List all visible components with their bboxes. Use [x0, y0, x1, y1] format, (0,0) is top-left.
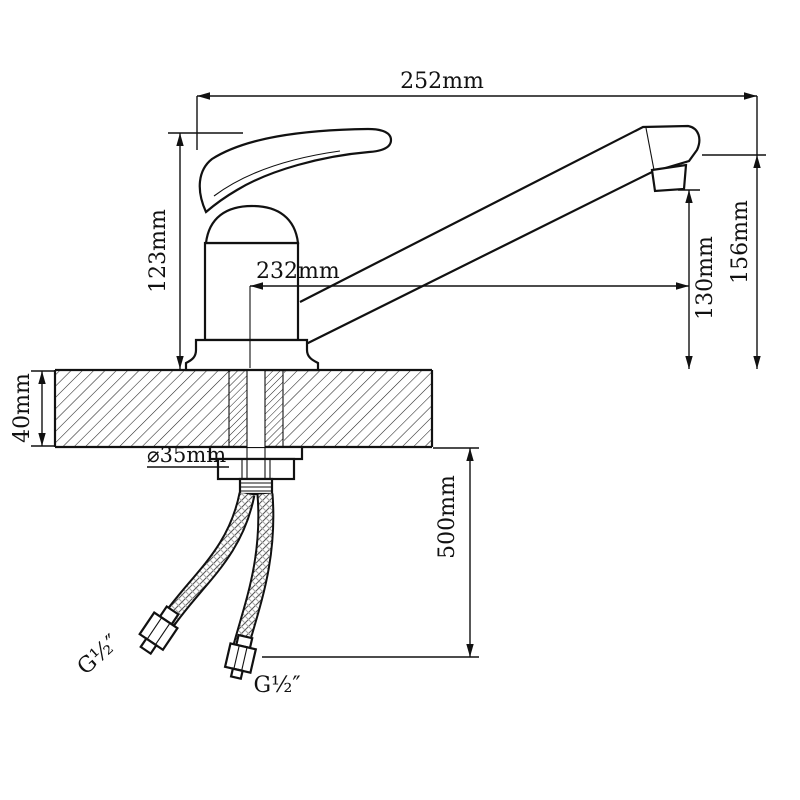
- lever-handle: [198, 127, 393, 214]
- dimension-outlet-height: 130mm: [678, 189, 718, 369]
- left-hose-fitting: [138, 605, 180, 656]
- spout: [299, 124, 701, 348]
- countertop-section: [53, 368, 434, 449]
- dim-label-hose-length: 500mm: [435, 475, 460, 559]
- dimension-hole-diameter: ⌀35mm: [147, 443, 229, 468]
- supply-hoses: [138, 492, 275, 680]
- dim-label-hole-diameter: ⌀35mm: [147, 443, 226, 467]
- left-hose-braid: [160, 492, 254, 628]
- handle-detail-line: [213, 150, 341, 197]
- right-hose-braid: [234, 493, 273, 648]
- mounting-nut: [216, 457, 296, 481]
- thread-labels: G½″ G½″: [73, 630, 301, 698]
- dim-label-outlet-height: 130mm: [693, 236, 718, 320]
- dimension-body-height: 123mm: [146, 132, 243, 369]
- pipe-slot: [247, 371, 265, 447]
- dimension-spout-tip-height: 156mm: [702, 96, 766, 369]
- dim-label-spout-tip-height: 156mm: [728, 200, 753, 284]
- faucet-base: [184, 338, 320, 372]
- faucet-body: [203, 241, 300, 342]
- dim-label-spout-reach: 232mm: [256, 259, 340, 284]
- dimension-hose-length: 500mm: [262, 447, 479, 658]
- countertop-hatch-left: [56, 371, 229, 446]
- faucet-dome: [204, 204, 300, 245]
- faucet: [184, 124, 701, 372]
- right-hose-fitting: [223, 633, 258, 680]
- dimension-spout-reach: 232mm: [249, 259, 689, 368]
- right-hose-thread-label: G½″: [253, 673, 300, 698]
- countertop-hatch-right: [284, 371, 431, 446]
- right-fitting-hex-nut: [223, 642, 258, 674]
- dim-label-total-length: 252mm: [400, 69, 484, 94]
- dim-label-body-height: 123mm: [146, 209, 171, 293]
- dimension-total-length: 252mm: [196, 69, 757, 150]
- spout-aerator: [650, 163, 688, 193]
- left-hose-thread-label: G½″: [73, 630, 125, 680]
- spout-fill: [300, 126, 700, 347]
- dim-label-counter-thickness: 40mm: [10, 373, 35, 443]
- dimension-counter-thickness: 40mm: [10, 370, 56, 447]
- mounting-hardware: [208, 371, 304, 496]
